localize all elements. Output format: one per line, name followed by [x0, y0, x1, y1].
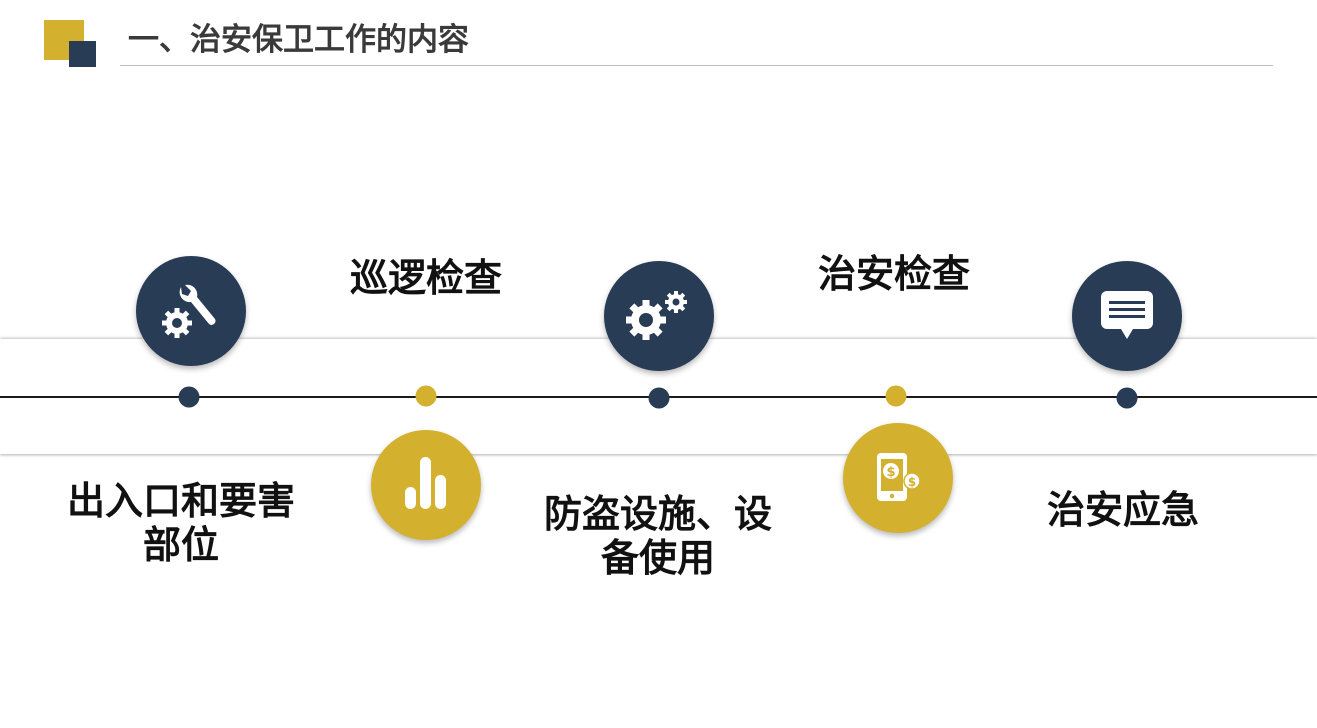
timeline-dot-4 — [885, 385, 907, 407]
header-accent-square-navy — [69, 41, 96, 67]
svg-text:$: $ — [886, 465, 895, 480]
timeline-icon-circle-1 — [136, 256, 246, 366]
timeline-icon-circle-5 — [1072, 261, 1182, 371]
timeline-label-2: 巡逻检查 — [349, 256, 502, 300]
phone-dollar-icon: $ $ — [877, 453, 921, 501]
timeline-icon-circle-3 — [604, 261, 714, 371]
svg-text:$: $ — [908, 475, 916, 489]
timeline-dot-5 — [1116, 387, 1138, 409]
timeline-icon-circle-4: $ $ — [843, 423, 953, 533]
gears-icon — [626, 291, 687, 340]
wrench-gear-icon — [162, 284, 216, 338]
timeline-dot-3 — [648, 387, 670, 409]
timeline-label-1: 出入口和要害部位 — [66, 479, 295, 567]
timeline-icon-circle-2 — [371, 430, 481, 540]
timeline-label-3: 防盗设施、设备使用 — [543, 492, 772, 580]
chat-bubble-icon — [1101, 291, 1153, 339]
page-title: 一、治安保卫工作的内容 — [128, 22, 469, 58]
bar-chart-icon — [405, 457, 446, 509]
timeline-dot-2 — [415, 385, 437, 407]
timeline-dot-1 — [178, 386, 200, 408]
timeline-label-5: 治安应急 — [1046, 488, 1199, 532]
title-divider — [120, 65, 1273, 66]
timeline-label-4: 治安检查 — [817, 252, 970, 296]
